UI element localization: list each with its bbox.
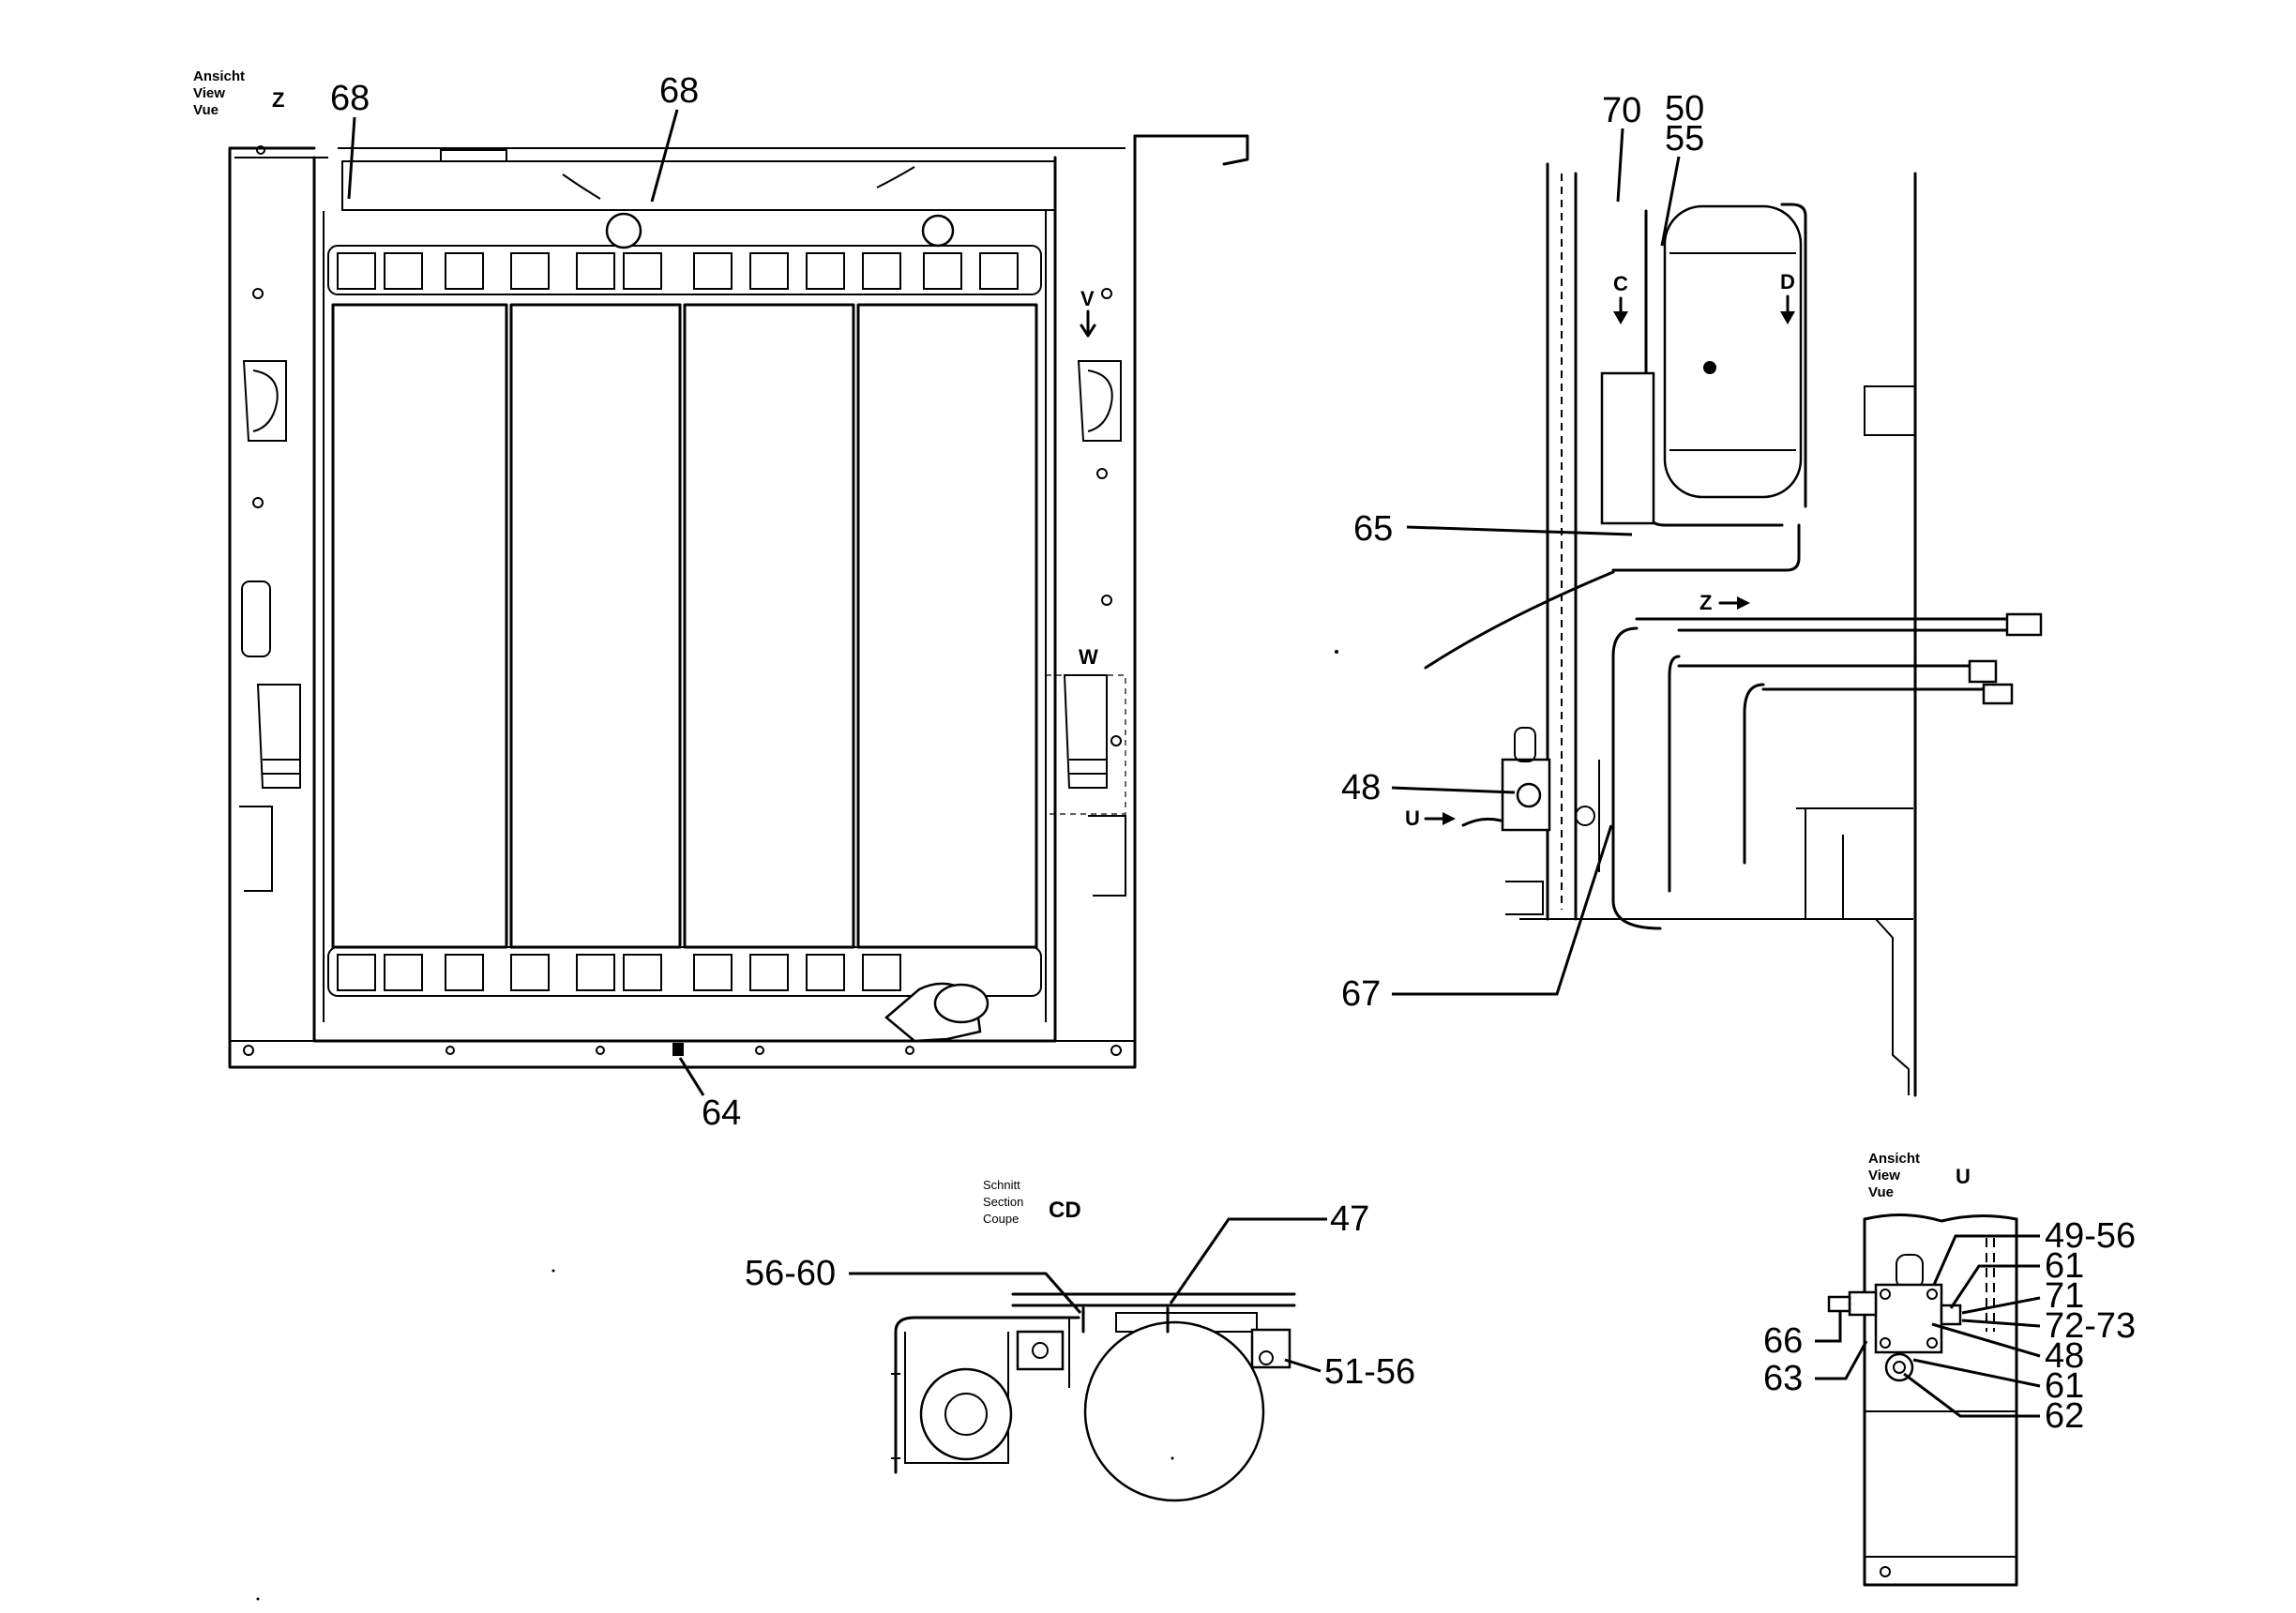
view-u-heading-line-3: Vue [1868,1184,1894,1200]
leader-70 [1616,128,1624,203]
section-cd-letter: CD [1049,1198,1081,1223]
callout-66: 66 [1763,1321,1803,1361]
leader-67 [1392,824,1613,996]
marker-d: D [1780,270,1795,294]
callout-71: 71 [2045,1276,2084,1316]
leader-68-center [650,109,679,203]
side-view-air-tank [1222,137,2043,1097]
callout-70: 70 [1602,91,1641,130]
leader-51-56 [1284,1358,1322,1373]
callout-56-60: 56-60 [745,1254,836,1293]
callout-48: 48 [1341,768,1381,807]
leader-47 [1169,1217,1327,1304]
leader-62 [1903,1372,2040,1418]
view-u-heading-line-2: View [1868,1168,1900,1183]
callout-49-56: 49-56 [2045,1216,2136,1256]
leader-56-60 [849,1272,1082,1314]
callout-62: 62 [2045,1396,2084,1436]
leader-72-73 [1961,1319,2041,1328]
bottom-clamp-row [337,954,901,991]
leader-66 [1815,1311,1842,1343]
arrow-v [1080,309,1096,338]
section-cd: Schnitt Section Coupe CD [891,1178,1296,1502]
callout-47: 47 [1330,1199,1369,1239]
leader-48 [1391,786,1516,794]
callout-67: 67 [1341,974,1381,1014]
leader-48-u [1931,1322,2041,1358]
leader-55 [1660,156,1681,247]
callout-61-bottom: 61 [2045,1366,2084,1406]
callout-68-center: 68 [659,71,699,111]
view-z-letter: Z [272,88,284,112]
callout-63: 63 [1763,1359,1803,1398]
view-z-heading-line-1: Ansicht [193,68,245,84]
callout-55: 55 [1665,119,1704,158]
callout-64: 64 [702,1093,741,1133]
view-z-heading-line-3: Vue [193,102,219,118]
marker-w: W [1079,645,1098,669]
view-u-heading-line-1: Ansicht [1868,1151,1920,1167]
view-z-heading-line-2: View [193,85,225,101]
callout-61-top: 61 [2045,1246,2084,1286]
leader-68-left [347,116,356,200]
section-cd-heading-line-3: Coupe [983,1212,1019,1226]
leader-63 [1815,1340,1868,1380]
callout-50: 50 [1665,89,1704,128]
marker-v: V [1080,287,1095,310]
callout-48-u: 48 [2045,1336,2084,1376]
marker-z-arrow: Z [1699,591,1712,614]
view-u-letter: U [1956,1165,1971,1188]
leader-61-top [1949,1264,2040,1309]
view-z-radiator [228,134,1249,1069]
marker-u-arrow: U [1405,806,1420,830]
view-u: Ansicht View Vue U [1827,1151,2018,1587]
leader-71 [1961,1296,2041,1315]
leader-65 [1406,525,1633,536]
section-cd-heading-line-2: Section [983,1195,1023,1209]
callout-51-56: 51-56 [1324,1352,1415,1392]
top-clamp-row [337,252,1019,290]
marker-c: C [1613,272,1628,295]
callout-72-73: 72-73 [2045,1306,2136,1346]
leader-64 [678,1057,705,1096]
section-cd-heading-line-1: Schnitt [983,1178,1020,1192]
leader-49-56 [1932,1234,2040,1286]
callout-65: 65 [1353,509,1393,549]
view-z-heading: Ansicht View Vue Z [193,68,284,118]
leader-61-bottom [1912,1358,2041,1388]
frame-holes [243,145,1122,1056]
callout-68-left: 68 [330,79,370,118]
